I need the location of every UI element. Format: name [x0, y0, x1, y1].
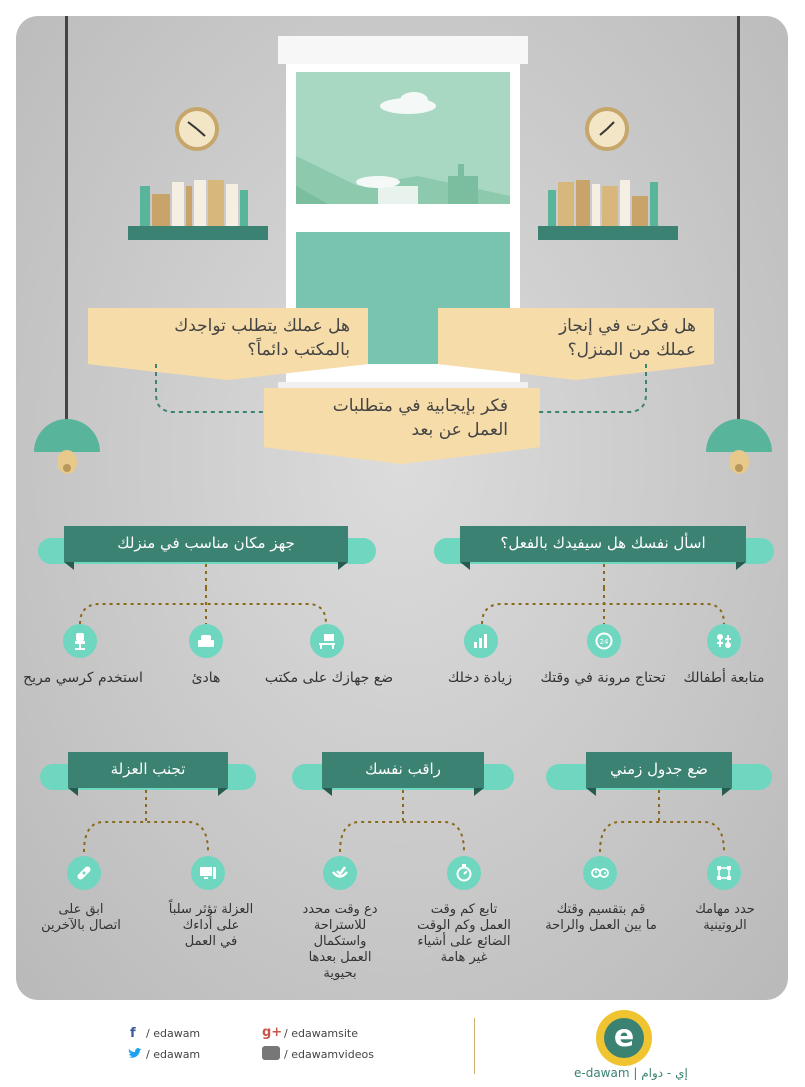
label-define-routine-tasks: حدد مهامك الروتينية [682, 902, 768, 934]
children-icon [707, 624, 741, 658]
bandage-icon [67, 856, 101, 890]
label-line: واستكمال [313, 934, 367, 949]
lamp-right-icon [706, 419, 772, 474]
label-line: العمل بعدها [308, 950, 372, 965]
section-isolation-title: تجنب العزلة [68, 752, 228, 788]
facebook-handle[interactable]: / edawam [146, 1027, 201, 1040]
label-line: العزلة تؤثر سلباً [168, 902, 254, 917]
office-chair-icon [63, 624, 97, 658]
label-line: اتصال بالآخرين [41, 918, 121, 933]
question-line-1: هل فكرت في إنجاز [558, 316, 696, 336]
label-line: ما بين العمل والراحة [545, 918, 657, 933]
section-prepare-title: جهز مكان مناسب في منزلك [64, 526, 348, 562]
edawam-logo: e [596, 1010, 652, 1066]
label-line: للاستراحة [313, 918, 367, 933]
dotted-connector-top [155, 364, 647, 413]
googleplus-handle[interactable]: / edawamsite [284, 1027, 359, 1040]
label-time-flexibility: تحتاج مرونة في وقتك [540, 670, 666, 686]
label-track-work-time: تابع كم وقت العمل وكم الوقت الضائع على أ… [400, 902, 528, 966]
armchair-icon [189, 624, 223, 658]
infographic-card: هل فكرت في إنجاز عملك من المنزل؟ هل عملك… [16, 16, 788, 1000]
label-put-device-on-desk: ضع جهازك على مكتب [264, 670, 394, 686]
lamp-left-icon [34, 419, 100, 474]
section-isolation-ribbon: تجنب العزلة [40, 752, 256, 796]
edawam-logo-text: e-dawam | إي - دوام [574, 1066, 688, 1080]
label-split-time: قم بتقسيم وقتك ما بين العمل والراحة [536, 902, 666, 934]
label-line: في العمل [184, 934, 238, 949]
label-line: دع وقت محدد [302, 902, 378, 917]
clock-24-icon: 24 [587, 624, 621, 658]
label-stay-connected: ابق على اتصال بالآخرين [26, 902, 136, 934]
label-follow-children: متابعة أطفالك [683, 670, 765, 686]
bookshelf-right-icon [538, 180, 678, 240]
question-line-1: هل عملك يتطلب تواجدك [174, 316, 350, 336]
svg-text:24: 24 [600, 638, 609, 646]
question-work-from-home: هل فكرت في إنجاز عملك من المنزل؟ [438, 308, 714, 380]
monitor-icon [191, 856, 225, 890]
label-set-break-time: دع وقت محدد للاستراحة واستكمال العمل بعد… [282, 902, 398, 982]
label-line: بحيوية [323, 966, 357, 981]
wall-clock-left-icon [175, 107, 219, 151]
label-line: تابع كم وقت [430, 902, 498, 917]
label-line: قم بتقسيم وقتك [556, 902, 646, 917]
lamp-cord-left [65, 16, 68, 426]
desk-icon [310, 624, 344, 658]
section-prepare-ribbon: جهز مكان مناسب في منزلك [38, 526, 376, 570]
label-line: حدد مهامك [695, 902, 755, 917]
label-comfortable-chair: استخدم كرسي مريح [23, 670, 143, 686]
youtube-handle[interactable]: / edawamvideos [284, 1048, 374, 1061]
lamp-cord-right [737, 16, 740, 426]
label-line: ابق على [58, 902, 104, 917]
tree-connectors-row1 [79, 564, 725, 625]
banner-line-2: العمل عن بعد [411, 420, 508, 440]
stopwatch-icon [447, 856, 481, 890]
logo-letter: e [604, 1018, 644, 1058]
section-monitor-title: راقب نفسك [322, 752, 484, 788]
googleplus-icon[interactable]: g+ [262, 1025, 283, 1040]
wall-clock-right-icon [585, 107, 629, 151]
section-schedule-title: ضع جدول زمني [586, 752, 732, 788]
section-monitor-ribbon: راقب نفسك [292, 752, 514, 796]
section-schedule-ribbon: ضع جدول زمني [546, 752, 772, 796]
label-increase-income: زيادة دخلك [447, 670, 513, 686]
question-office-required: هل عملك يتطلب تواجدك بالمكتب دائماً؟ [88, 308, 368, 380]
balance-icon [583, 856, 617, 890]
think-positive-banner: فكر بإيجابية في متطلبات العمل عن بعد [264, 388, 540, 464]
twitter-icon[interactable] [128, 1048, 142, 1060]
label-quiet: هادئ [191, 670, 221, 686]
question-line-2: بالمكتب دائماً؟ [247, 340, 350, 360]
bookshelf-left-icon [128, 180, 268, 240]
label-line: الروتينية [703, 918, 747, 933]
label-line: العمل وكم الوقت [417, 918, 511, 933]
section-ask-ribbon: اسأل نفسك هل سيفيدك بالفعل؟ [434, 526, 774, 570]
youtube-icon[interactable] [262, 1046, 280, 1060]
label-line: الضائع على أشياء [417, 934, 511, 949]
banner-line-1: فكر بإيجابية في متطلبات [332, 396, 508, 416]
label-line: غير هامة [440, 950, 488, 965]
facebook-icon[interactable]: f [130, 1026, 136, 1041]
label-line: على أداءك [182, 918, 240, 933]
footer-divider [474, 1018, 475, 1074]
tree-connectors-row2 [83, 790, 725, 853]
section-ask-title: اسأل نفسك هل سيفيدك بالفعل؟ [460, 526, 746, 562]
income-icon [464, 624, 498, 658]
tasks-icon [707, 856, 741, 890]
label-isolation-affects: العزلة تؤثر سلباً على أداءك في العمل [156, 902, 266, 950]
twitter-handle[interactable]: / edawam [146, 1048, 201, 1061]
rest-icon [323, 856, 357, 890]
question-line-2: عملك من المنزل؟ [567, 340, 696, 360]
